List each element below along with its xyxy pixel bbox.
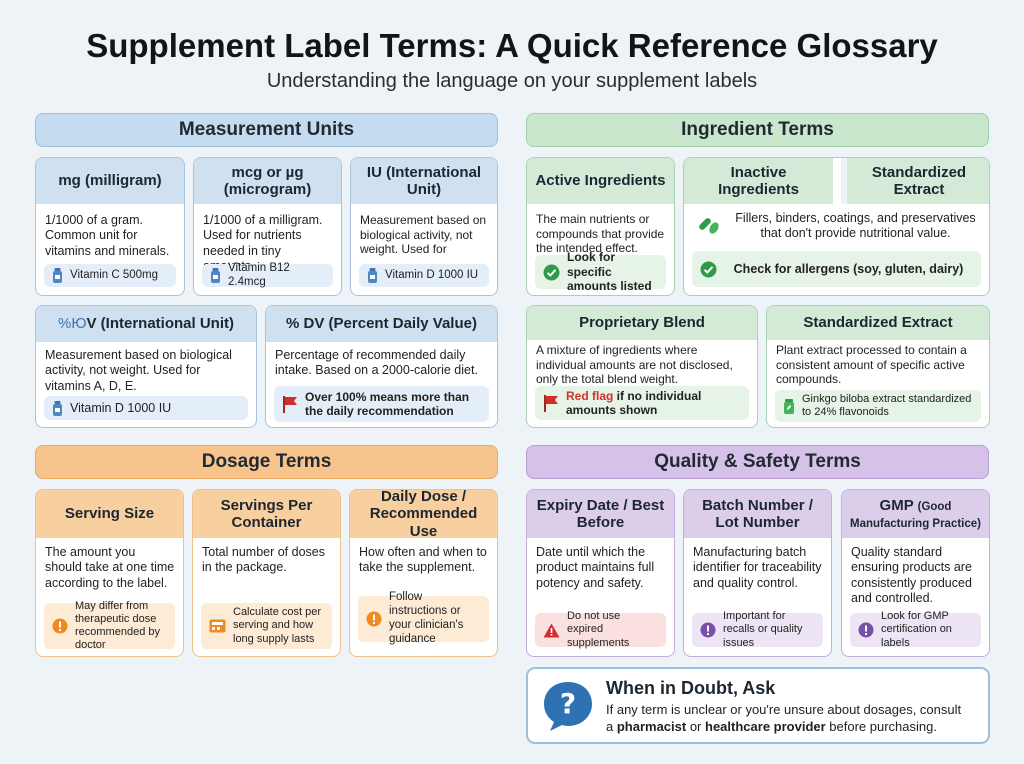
section-heading: Quality & Safety Terms <box>654 451 861 472</box>
term-description: Date until which the product maintains f… <box>536 545 655 590</box>
term-description: 1/1000 of a gram. Common unit for vitami… <box>45 213 170 258</box>
term-tip: Check for allergens (soy, gluten, dairy) <box>692 251 981 287</box>
term-title: IU (International Unit) <box>351 158 497 204</box>
term-title: Batch Number / Lot Number <box>684 490 831 538</box>
check-circle-icon <box>543 264 560 281</box>
term-card-serving-size: Serving Size The amount you should take … <box>35 489 184 657</box>
term-tip: May differ from therapeutic dose recomme… <box>44 600 175 651</box>
term-title: Active Ingredients <box>527 158 674 204</box>
term-card-expiry-date: Expiry Date / Best Before Date until whi… <box>526 489 675 657</box>
term-title: mcg or µg (microgram) <box>194 158 341 204</box>
term-example: Vitamin C 500mg <box>44 264 176 287</box>
term-card-mcg: mcg or µg (microgram) 1/1000 of a millig… <box>193 157 342 296</box>
term-card-active-ingredients: Active Ingredients The main nutrients or… <box>526 157 675 296</box>
svg-text:?: ? <box>560 687 576 720</box>
section-heading: Ingredient Terms <box>681 119 834 140</box>
info-circle-icon <box>700 622 716 638</box>
term-example: Vitamin D 1000 IU <box>359 264 489 287</box>
term-tip: Important for recalls or quality issues <box>692 610 823 649</box>
term-card-batch-number: Batch Number / Lot Number Manufacturing … <box>683 489 832 657</box>
term-description: Percentage of recommended daily intake. … <box>275 348 478 378</box>
term-title: Daily Dose / Recommended Use <box>350 490 497 540</box>
pills-icon <box>696 213 720 239</box>
term-card-mg: mg (milligram) 1/1000 of a gram. Common … <box>35 157 185 296</box>
red-flag-icon <box>543 394 559 412</box>
supplement-bottle-icon <box>367 268 378 283</box>
term-description: Measurement based on biological activity… <box>360 213 487 257</box>
term-example: Ginkgo biloba extract standardized to 24… <box>775 390 981 422</box>
supplement-bottle-icon <box>210 268 221 283</box>
term-card-servings-per-container: Servings Per Container Total number of d… <box>192 489 341 657</box>
term-title: GMP (Good Manufacturing Practice) <box>842 490 989 538</box>
term-title: mg (milligram) <box>36 158 184 204</box>
section-dosage-terms: Dosage Terms <box>35 445 498 479</box>
term-tip: Follow instructions or your clinician's … <box>358 591 489 645</box>
section-heading: Dosage Terms <box>201 451 332 472</box>
term-title: Expiry Date / Best Before <box>527 490 674 538</box>
term-card-gmp: GMP (Good Manufacturing Practice) Qualit… <box>841 489 990 657</box>
leaf-icon <box>783 398 795 414</box>
when-in-doubt-callout: ? When in Doubt, Ask If any term is uncl… <box>526 667 990 744</box>
term-description: Fillers, binders, coatings, and preserva… <box>696 211 981 242</box>
term-card-daily-dose: Daily Dose / Recommended Use How often a… <box>349 489 498 657</box>
section-ingredient-terms: Ingredient Terms <box>526 113 989 147</box>
red-flag-icon <box>282 395 298 413</box>
term-title: Servings Per Container <box>193 490 340 538</box>
term-description: The main nutrients or compounds that pro… <box>536 212 665 256</box>
question-bubble-icon: ? <box>541 679 595 738</box>
term-description: Manufacturing batch identifier for trace… <box>693 545 822 590</box>
term-card-standardized-extract: Standardized Extract Plant extract proce… <box>766 305 990 428</box>
term-title-prefix: %Ю <box>58 315 87 333</box>
term-tip: Red flag if no individual amounts shown <box>535 386 749 420</box>
term-tip: Look for specific amounts listed <box>535 250 666 293</box>
term-description: Measurement based on biological activity… <box>45 348 232 393</box>
section-heading: Measurement Units <box>178 119 355 140</box>
page-title: Supplement Label Terms: A Quick Referenc… <box>86 27 938 64</box>
term-card-standardized-extract-header: Standardized Extract <box>841 158 989 204</box>
section-measurement-units: Measurement Units <box>35 113 498 147</box>
page-subtitle: Understanding the language on your suppl… <box>266 70 758 92</box>
term-title: Standardized Extract <box>767 306 989 340</box>
term-card-international-unit: %Ю V (International Unit) Measurement ba… <box>35 305 257 428</box>
term-tip: Look for GMP certification on labels <box>850 610 981 649</box>
term-tip: Calculate cost per serving and how long … <box>201 603 332 649</box>
term-description: How often and when to take the supplemen… <box>359 545 487 575</box>
term-tip: Over 100% means more than the daily reco… <box>274 386 489 422</box>
term-tip: Do not use expired supplements <box>535 610 666 649</box>
term-title: Inactive Ingredients <box>684 158 833 204</box>
callout-text: If any term is unclear or you're unsure … <box>606 702 962 734</box>
term-title: %Ю V (International Unit) <box>36 306 256 342</box>
term-example: Vitamin B12 2.4mcg <box>202 262 333 288</box>
term-title: % DV (Percent Daily Value) <box>266 306 497 342</box>
info-circle-icon <box>52 618 68 634</box>
term-description: 1/1000 of a milligram. Used for nutrient… <box>203 213 323 273</box>
term-description: Plant extract processed to contain a con… <box>776 343 967 387</box>
term-card-iu: IU (International Unit) Measurement base… <box>350 157 498 296</box>
info-circle-icon <box>858 622 874 638</box>
term-title: Serving Size <box>36 490 183 538</box>
term-card-inactive-ingredients: Inactive Ingredients Standardized Extrac… <box>683 157 990 296</box>
supplement-bottle-icon <box>52 400 63 416</box>
term-description: The amount you should take at one time a… <box>45 545 175 590</box>
callout-heading: When in Doubt, Ask <box>606 678 776 698</box>
term-description: Quality standard ensuring products are c… <box>851 545 972 605</box>
term-description: Total number of doses in the package. <box>202 545 325 575</box>
section-quality-safety-terms: Quality & Safety Terms <box>526 445 989 479</box>
calculator-icon <box>209 619 226 633</box>
supplement-bottle-icon <box>52 268 63 283</box>
warning-triangle-icon <box>543 623 560 638</box>
term-example: Vitamin D 1000 IU <box>44 396 248 420</box>
term-card-proprietary-blend: Proprietary Blend A mixture of ingredien… <box>526 305 758 428</box>
term-card-percent-dv: % DV (Percent Daily Value) Percentage of… <box>265 305 498 428</box>
term-title: Proprietary Blend <box>527 306 757 340</box>
info-circle-icon <box>366 611 382 627</box>
term-description: A mixture of ingredients where individua… <box>536 343 733 387</box>
check-circle-icon <box>700 261 717 278</box>
